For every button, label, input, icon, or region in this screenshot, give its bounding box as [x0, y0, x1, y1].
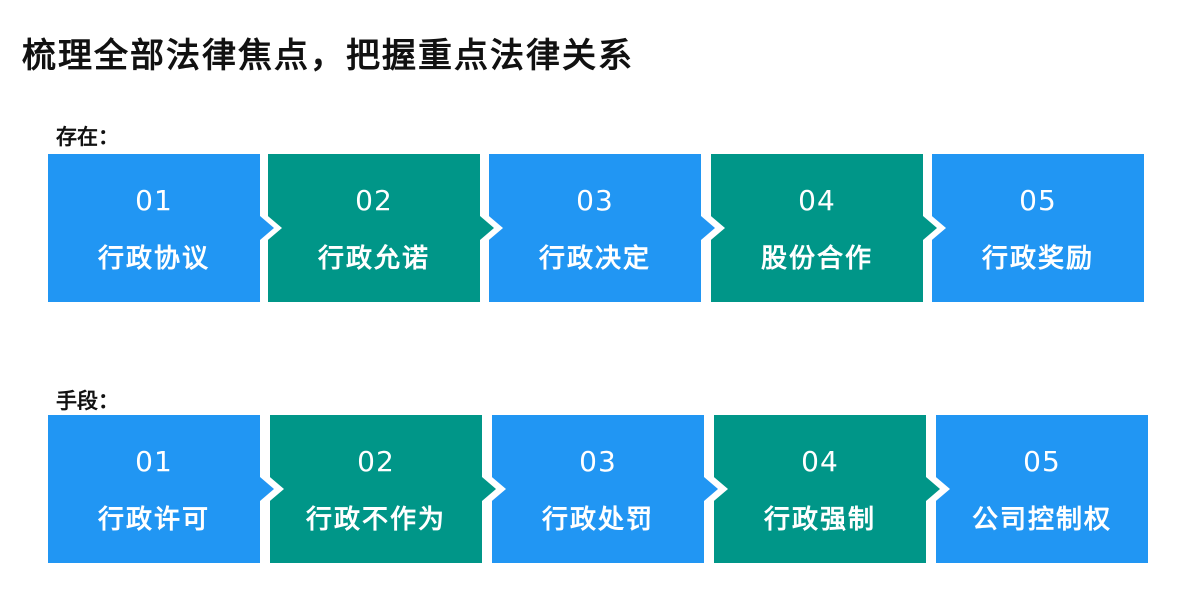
chevron-right-icon — [923, 216, 937, 240]
step-number: 05 — [1023, 445, 1061, 478]
step-label: 股份合作 — [760, 244, 873, 274]
step-label: 行政奖励 — [981, 244, 1094, 274]
step-label: 行政允诺 — [317, 244, 430, 274]
existence-step-2: 02 行政允诺 — [268, 154, 480, 302]
step-number: 02 — [357, 445, 395, 478]
step-number: 05 — [1019, 184, 1057, 217]
means-step-2: 02 行政不作为 — [270, 415, 482, 563]
existence-section-label: 存在： — [56, 125, 119, 149]
step-label: 行政协议 — [97, 244, 210, 274]
chevron-right-icon — [480, 216, 494, 240]
step-label: 行政处罚 — [541, 505, 654, 535]
means-step-4: 04 行政强制 — [714, 415, 926, 563]
chevron-right-icon — [701, 216, 715, 240]
chevron-right-icon — [482, 477, 496, 501]
means-step-5: 05 公司控制权 — [936, 415, 1148, 563]
means-step-1: 01 行政许可 — [48, 415, 260, 563]
step-label: 行政许可 — [97, 505, 210, 535]
chevron-right-icon — [704, 477, 718, 501]
step-number: 03 — [576, 184, 614, 217]
chevron-right-icon — [260, 216, 274, 240]
means-step-3: 03 行政处罚 — [492, 415, 704, 563]
step-label: 行政强制 — [763, 505, 876, 535]
existence-step-5: 05 行政奖励 — [932, 154, 1144, 302]
step-label: 行政决定 — [538, 244, 651, 274]
existence-step-1: 01 行政协议 — [48, 154, 260, 302]
means-section-label: 手段： — [56, 389, 119, 413]
step-number: 02 — [355, 184, 393, 217]
step-number: 04 — [798, 184, 836, 217]
means-row: 01 行政许可 02 行政不作为 03 行政处罚 04 行政强制 05 公司控制… — [48, 415, 1148, 563]
chevron-right-icon — [926, 477, 940, 501]
existence-step-4: 04 股份合作 — [711, 154, 923, 302]
step-number: 04 — [801, 445, 839, 478]
chevron-right-icon — [260, 477, 274, 501]
step-label: 公司控制权 — [971, 505, 1112, 535]
existence-step-3: 03 行政决定 — [489, 154, 701, 302]
step-number: 03 — [579, 445, 617, 478]
existence-row: 01 行政协议 02 行政允诺 03 行政决定 04 股份合作 05 行政奖励 — [48, 154, 1148, 302]
step-label: 行政不作为 — [305, 505, 446, 535]
step-number: 01 — [135, 184, 173, 217]
page-title: 梳理全部法律焦点，把握重点法律关系 — [22, 36, 634, 76]
step-number: 01 — [135, 445, 173, 478]
